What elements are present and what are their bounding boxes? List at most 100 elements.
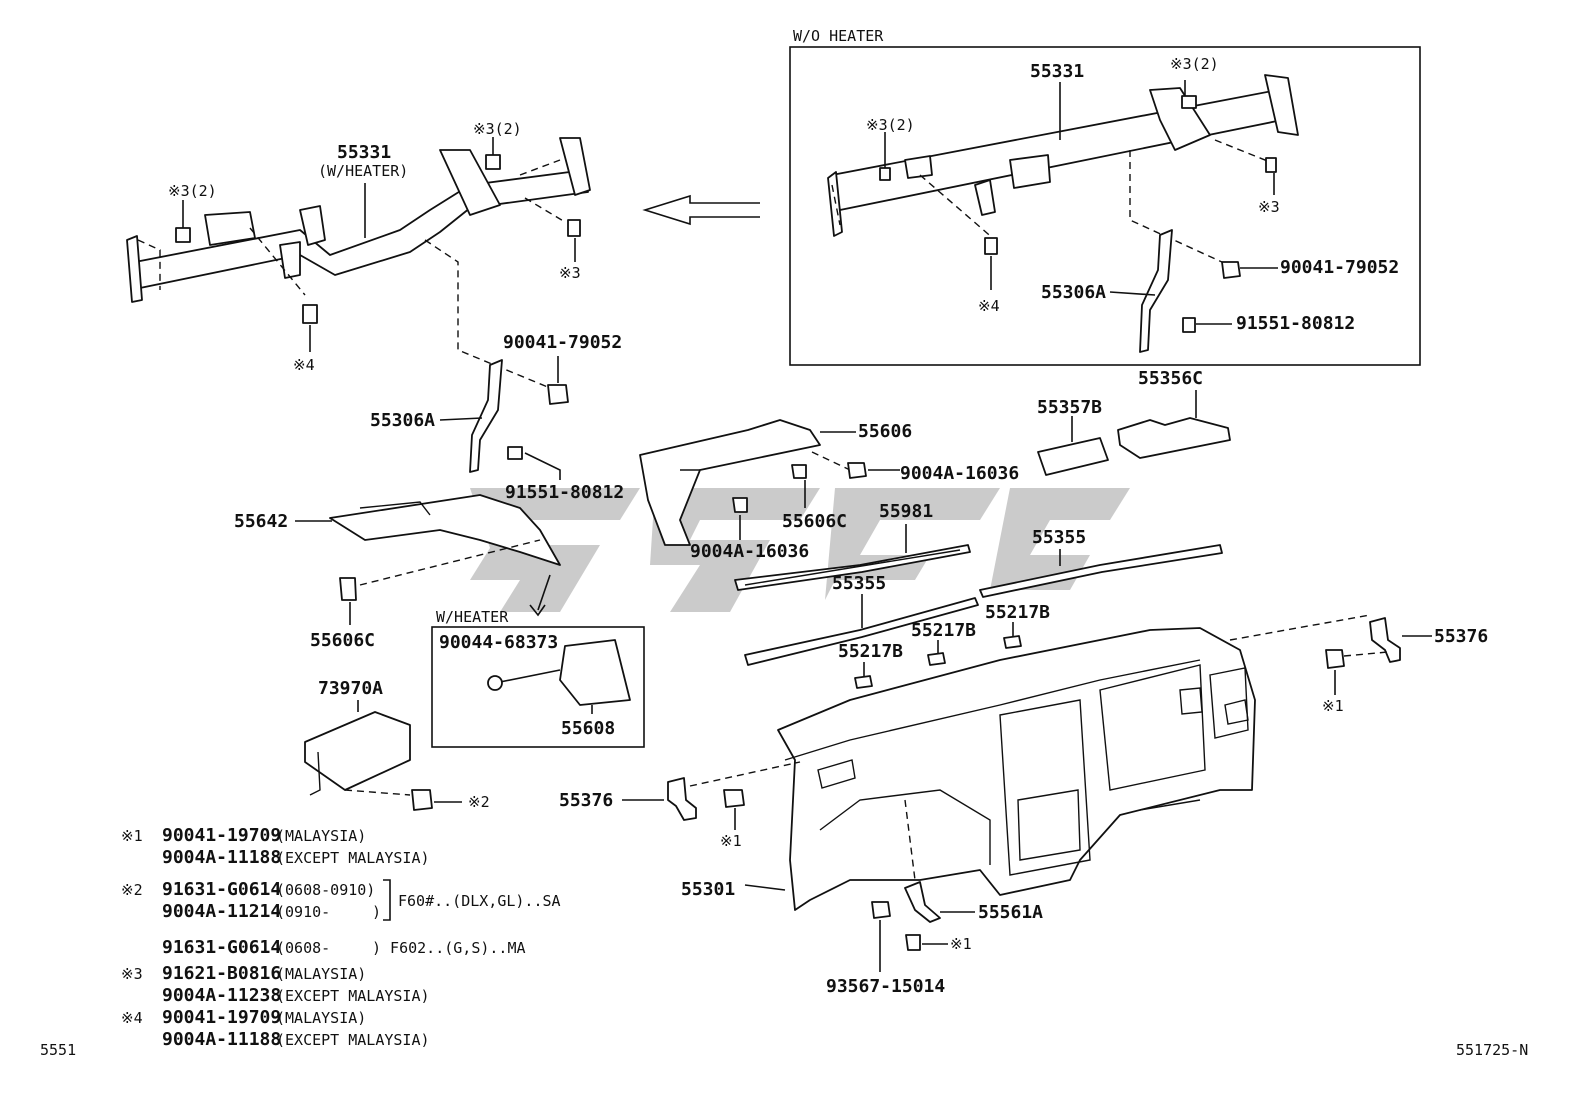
label-55301: 55301 [681,879,735,900]
label-91551-80812-b: 91551-80812 [1236,313,1355,334]
label-note4-a: ※4 [293,356,315,374]
defroster-nozzle-55981 [734,524,971,591]
label-55561a: 55561A [978,902,1043,923]
wo-heater-frame [789,46,1421,366]
label-55608: 55608 [561,718,615,739]
note2-line3-pn: 91631-G0614 [162,937,281,958]
label-55306a-a: 55306A [370,410,435,431]
bolt-icon [507,446,523,460]
label-note3-2-b: ※3(2) [866,116,915,134]
bracket-55306a-icon [1139,229,1173,353]
label-73970a: 73970A [318,678,383,699]
note2-line1-text: (0608-0910) [276,881,375,899]
w-heater-frame [431,626,645,748]
note3-line2-pn: 9004A-11238 [162,985,281,1006]
note4-mark: ※4 [121,1009,143,1027]
instrument-panel-55301 [689,614,1371,911]
clip-55217b-icon [854,622,1022,689]
pad-55357b [1037,416,1109,476]
label-note3-a: ※3 [559,264,581,282]
note1-mark: ※1 [121,827,143,845]
part-55606 [639,419,900,546]
label-55217b-a: 55217B [838,641,903,662]
note4-line1-pn: 90041-19709 [162,1007,281,1028]
label-9004a-16036-a: 9004A-16036 [900,463,1019,484]
note2-line2-text: (0910- [276,903,330,921]
note3-line2-text: (EXCEPT MALAYSIA) [276,987,430,1005]
label-55331-left-sub: (W/HEATER) [318,162,408,180]
label-note1-b: ※1 [720,832,742,850]
bolt-icon [175,154,581,405]
bolt-icon [879,95,1277,333]
label-55355-a: 55355 [832,573,886,594]
label-55331-left: 55331 [337,142,391,163]
label-note3-b: ※3 [1258,198,1280,216]
label-90044-68373: 90044-68373 [439,632,558,653]
footer-left-code: 5551 [40,1041,76,1059]
bracket-55376-right [1325,617,1432,695]
label-55355-b: 55355 [1032,527,1086,548]
w-heater-inset: W/HEATER 90044-68373 55608 [431,608,645,748]
label-55981: 55981 [879,501,933,522]
undercover-55642 [295,494,561,625]
right-reinforcement-beam [827,74,1299,269]
label-55376-left: 55376 [559,790,613,811]
part-73970a [304,700,462,811]
note4-line2-pn: 9004A-11188 [162,1029,281,1050]
note1-line2-pn: 9004A-11188 [162,847,281,868]
label-91551-80812-a: 91551-80812 [505,482,624,503]
label-55606c-a: 55606C [310,630,375,651]
label-90041-79052-b: 90041-79052 [1280,257,1399,278]
label-55217b-b: 55217B [911,620,976,641]
left-arrow-icon [642,194,760,226]
label-note2: ※2 [468,793,490,811]
label-55217b-c: 55217B [985,602,1050,623]
note3-line1-text: (MALAYSIA) [276,965,366,983]
note2-line2-close: ) [372,903,381,921]
note4-line2-text: (EXCEPT MALAYSIA) [276,1031,430,1049]
note2-line3-close: ) F602..(G,S)..MA [372,939,526,957]
footer-right-code: 551725-N [1456,1041,1528,1059]
label-note1-a: ※1 [1322,697,1344,715]
label-55642: 55642 [234,511,288,532]
note4-line1-text: (MALAYSIA) [276,1009,366,1027]
label-55356c: 55356C [1138,368,1203,389]
label-note3-2-c: ※3(2) [1170,55,1219,73]
note2-bracket [383,879,391,921]
label-55306a-b: 55306A [1041,282,1106,303]
bracket-55561a [871,881,975,972]
left-reinforcement-beam [126,137,591,391]
notes-legend: ※1 90041-19709 (MALAYSIA) 9004A-11188 (E… [121,825,561,1050]
label-55357b: 55357B [1037,397,1102,418]
bracket-55376-left [622,777,745,830]
pad-55356c [1117,390,1231,459]
bracket-55306a-icon [469,359,503,473]
label-93567-15014: 93567-15014 [826,976,945,997]
note2-mark: ※2 [121,881,143,899]
label-90041-79052-a: 90041-79052 [503,332,622,353]
note1-line1-text: (MALAYSIA) [276,827,366,845]
note3-line1-pn: 91621-B0816 [162,963,281,984]
label-55331-wo: 55331 [1030,61,1084,82]
garnish-55355-a [744,594,979,666]
wo-heater-inset: W/O HEATER [789,27,1421,366]
note2-group: F60#..(DLX,GL)..SA [398,892,561,910]
label-55606: 55606 [858,421,912,442]
label-note1-c: ※1 [950,935,972,953]
note2-line2-pn: 9004A-11214 [162,901,281,922]
wo-heater-title: W/O HEATER [793,27,884,45]
label-note3-2-a-right: ※3(2) [473,120,522,138]
label-55606c-b: 55606C [782,511,847,532]
label-note4-b: ※4 [978,297,1000,315]
note3-mark: ※3 [121,965,143,983]
note1-line2-text: (EXCEPT MALAYSIA) [276,849,430,867]
note2-line1-pn: 91631-G0614 [162,879,281,900]
note1-line1-pn: 90041-19709 [162,825,281,846]
label-55376-right: 55376 [1434,626,1488,647]
garnish-55355-b [979,544,1223,598]
note2-line3-text: (0608- [276,939,330,957]
label-9004a-16036-b: 9004A-16036 [690,541,809,562]
w-heater-title: W/HEATER [436,608,509,626]
